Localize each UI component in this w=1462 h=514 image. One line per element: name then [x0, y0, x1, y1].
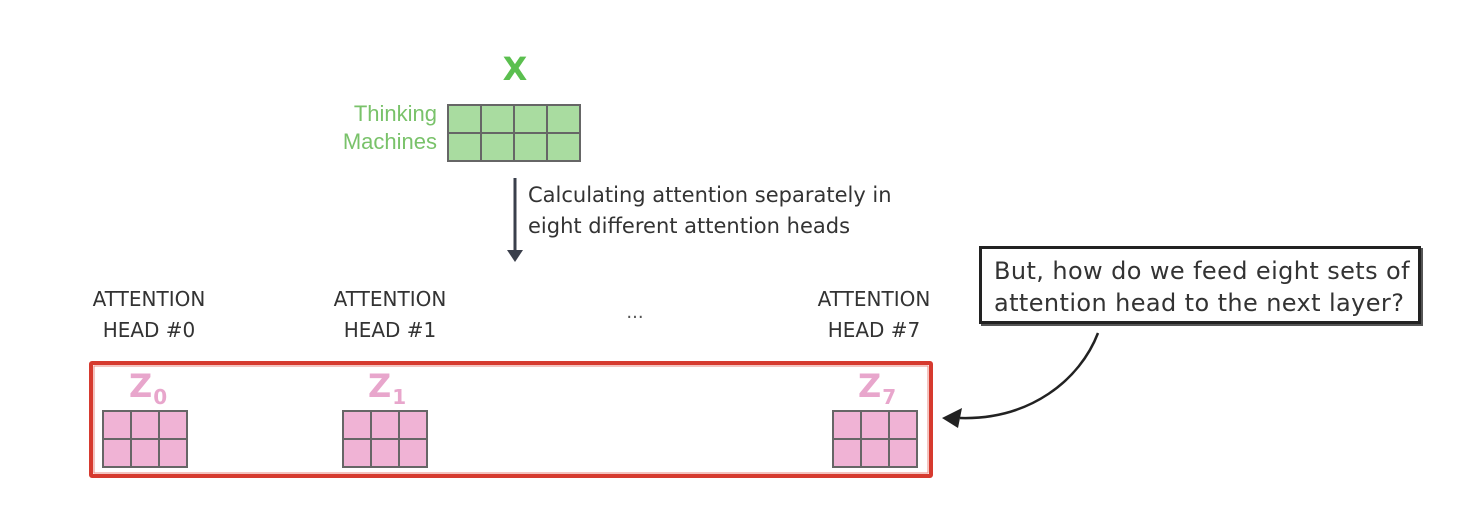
curved-arrow	[942, 332, 1100, 428]
process-description: Calculating attention separately in eigh…	[528, 180, 948, 242]
input-matrix	[447, 104, 581, 162]
z-label-7: Z7	[858, 367, 897, 409]
question-line: But, how do we feed eight sets of	[994, 257, 1410, 285]
z-matrix-1	[342, 410, 428, 468]
z-matrix-0	[102, 410, 188, 468]
question-line: attention head to the next layer?	[994, 289, 1405, 317]
ellipsis: ...	[626, 302, 644, 323]
process-line: eight different attention heads	[528, 214, 851, 238]
down-arrow	[507, 178, 523, 262]
question-callout: But, how do we feed eight sets of attent…	[979, 246, 1421, 324]
z-matrix-7	[832, 410, 918, 468]
z-label-1: Z1	[368, 367, 407, 409]
input-matrix-label: X	[502, 50, 528, 88]
input-word: Thinking	[353, 101, 437, 126]
input-word: Machines	[342, 129, 437, 154]
input-words: Thinking Machines	[300, 100, 437, 156]
head-label-0: ATTENTION HEAD #0	[92, 287, 206, 342]
head-label-7: ATTENTION HEAD #7	[817, 287, 931, 342]
z-label-0: Z0	[129, 367, 168, 409]
process-line: Calculating attention separately in	[528, 183, 892, 207]
head-label-1: ATTENTION HEAD #1	[333, 287, 447, 342]
z-highlight-box	[89, 361, 933, 478]
